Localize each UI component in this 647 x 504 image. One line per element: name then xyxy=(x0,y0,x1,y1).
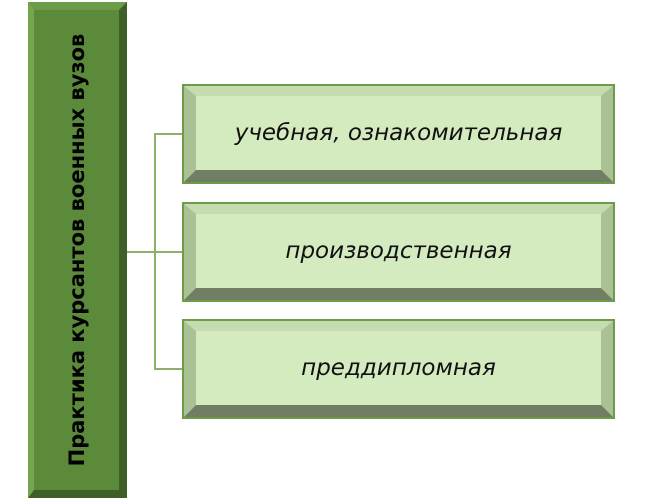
child-node: преддипломная xyxy=(182,319,615,419)
root-node-label: Практика курсантов военных вузов xyxy=(64,33,89,467)
root-node: Практика курсантов военных вузов xyxy=(28,2,127,498)
child-node-label: производственная xyxy=(285,238,512,264)
connector-root xyxy=(127,251,156,253)
connector-child-2 xyxy=(154,251,184,253)
child-node-label: учебная, ознакомительная xyxy=(234,120,563,146)
child-node-label: преддипломная xyxy=(301,355,496,381)
connector-child-3 xyxy=(154,368,184,370)
child-node: производственная xyxy=(182,202,615,302)
child-node: учебная, ознакомительная xyxy=(182,84,615,184)
connector-child-1 xyxy=(154,133,184,135)
